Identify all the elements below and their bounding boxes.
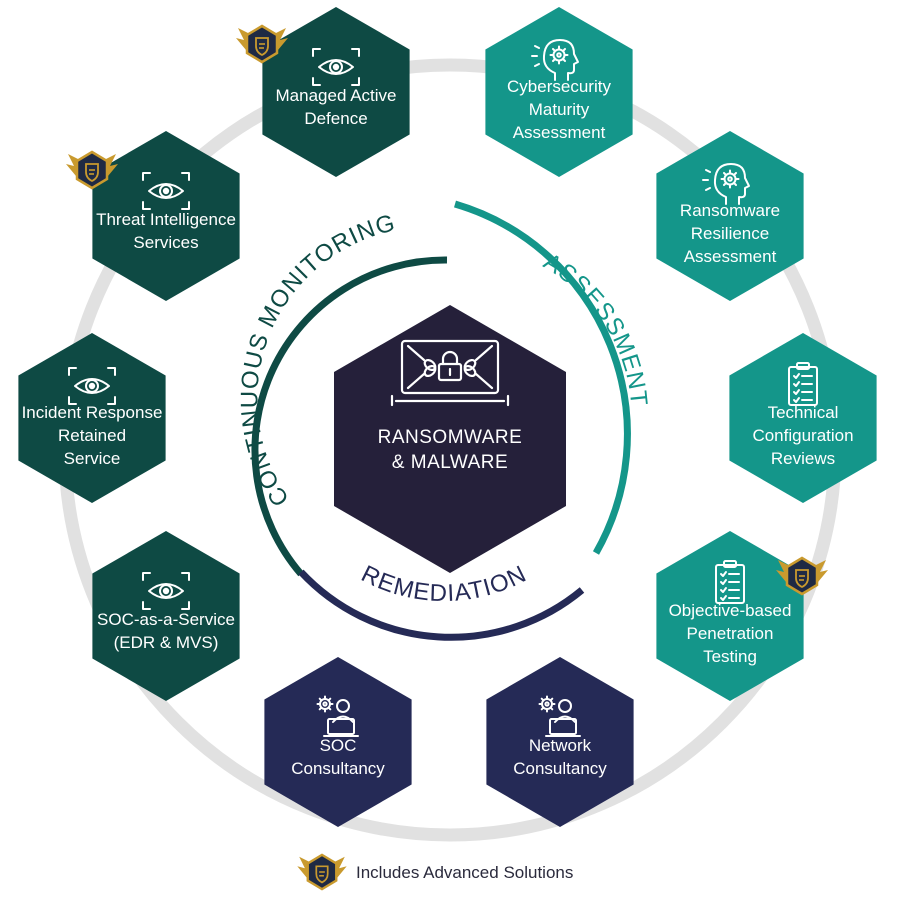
service-label-line: Services xyxy=(133,233,198,252)
advanced-solutions-badge-icon xyxy=(297,853,347,891)
service-hexagon xyxy=(485,7,633,177)
advanced-solutions-badge-icon xyxy=(66,150,118,190)
service-soc-as-a-service: SOC-as-a-Service (EDR & MVS) xyxy=(92,531,240,701)
legend: Includes Advanced Solutions xyxy=(297,853,573,891)
consultant-laptop-icon xyxy=(316,695,359,737)
service-label-line: SOC xyxy=(320,736,357,755)
service-label-line: Testing xyxy=(703,647,757,666)
center-title-line-2: & MALWARE xyxy=(392,452,508,473)
head-gear-icon xyxy=(531,39,579,81)
service-label-line: Resilience xyxy=(691,224,769,243)
center-hexagon: RANSOMWARE & MALWARE xyxy=(334,305,566,573)
service-hexagon xyxy=(729,333,877,503)
service-label-line: Consultancy xyxy=(291,759,385,778)
service-label-line: Consultancy xyxy=(513,759,607,778)
service-label-line: Service xyxy=(64,449,121,468)
assessment-arc xyxy=(454,200,631,555)
service-label-line: Technical xyxy=(768,403,839,422)
service-label-line: SOC-as-a-Service xyxy=(97,610,235,629)
service-label-line: Ransomware xyxy=(680,201,780,220)
service-label-line: Incident Response xyxy=(22,403,163,422)
service-soc-consultancy: SOC Consultancy xyxy=(264,657,412,827)
chained-padlock-icon xyxy=(390,339,510,407)
eye-icon xyxy=(68,367,116,405)
service-hexagon xyxy=(18,333,166,503)
service-label-line: Retained xyxy=(58,426,126,445)
advanced-solutions-badge-icon xyxy=(776,556,828,596)
service-hexagon xyxy=(92,531,240,701)
remediation-arc xyxy=(298,569,585,641)
legend-text: Includes Advanced Solutions xyxy=(356,863,573,882)
advanced-solutions-badge-glyph xyxy=(297,853,347,891)
clipboard-checklist-icon xyxy=(788,362,818,406)
service-label-line: Maturity xyxy=(529,100,590,119)
eye-icon xyxy=(142,572,190,610)
service-hexagon xyxy=(264,657,412,827)
service-label-line: Managed Active xyxy=(276,86,397,105)
clipboard-checklist-icon xyxy=(715,560,745,604)
service-label-line: Assessment xyxy=(513,123,606,142)
service-hexagon xyxy=(92,131,240,301)
service-label-line: Network xyxy=(529,736,592,755)
continuous-monitoring-arc xyxy=(251,256,448,577)
consultant-laptop-icon xyxy=(538,695,581,737)
service-hexagon xyxy=(656,131,804,301)
service-label-line: (EDR & MVS) xyxy=(114,633,219,652)
service-label-line: Assessment xyxy=(684,247,777,266)
service-label-line: Defence xyxy=(304,109,367,128)
center-title-line-1: RANSOMWARE xyxy=(378,427,523,448)
advanced-solutions-badge-icon xyxy=(236,24,288,64)
service-label-line: Configuration xyxy=(752,426,853,445)
service-label-line: Objective-based xyxy=(669,601,792,620)
service-label-line: Penetration xyxy=(687,624,774,643)
service-hexagon xyxy=(262,7,410,177)
service-label-line: Threat Intelligence xyxy=(96,210,236,229)
service-label-line: Reviews xyxy=(771,449,835,468)
service-label-line: Cybersecurity xyxy=(507,77,611,96)
service-hexagon xyxy=(656,531,804,701)
eye-icon xyxy=(142,172,190,210)
eye-icon xyxy=(312,48,360,86)
service-hexagon xyxy=(486,657,634,827)
head-gear-icon xyxy=(702,163,750,205)
